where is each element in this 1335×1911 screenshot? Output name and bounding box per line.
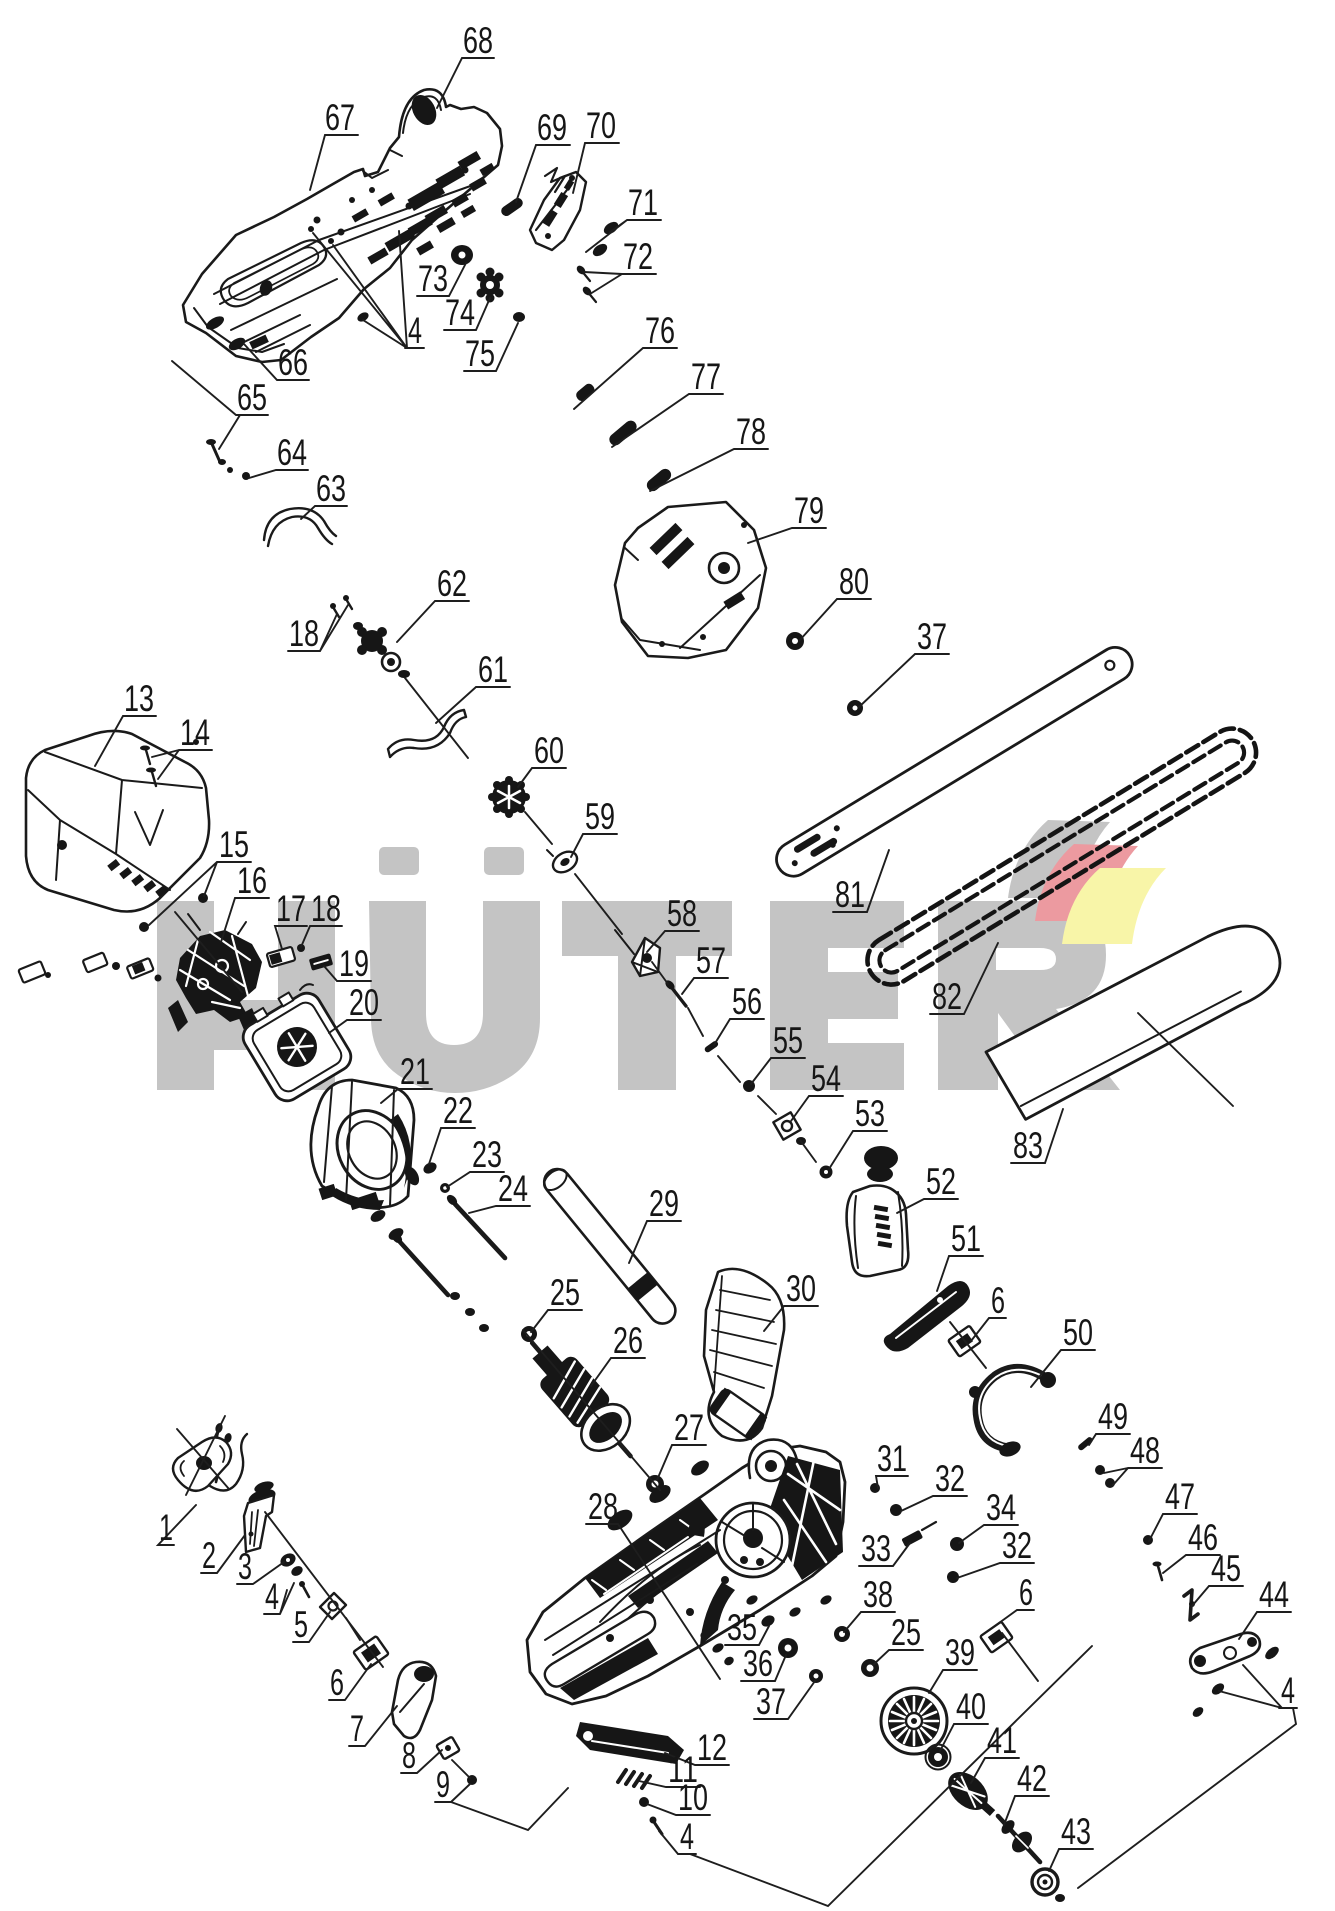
svg-text:15: 15 xyxy=(219,824,249,865)
svg-text:4: 4 xyxy=(265,1576,279,1617)
svg-text:12: 12 xyxy=(697,1727,727,1768)
svg-text:27: 27 xyxy=(674,1407,704,1448)
svg-text:70: 70 xyxy=(586,105,616,146)
svg-text:46: 46 xyxy=(1188,1517,1218,1558)
svg-text:20: 20 xyxy=(349,982,379,1023)
svg-text:11: 11 xyxy=(668,1749,698,1790)
svg-text:10: 10 xyxy=(678,1777,708,1818)
svg-text:50: 50 xyxy=(1063,1312,1093,1353)
svg-text:72: 72 xyxy=(623,236,653,277)
svg-text:71: 71 xyxy=(628,182,658,223)
svg-text:53: 53 xyxy=(855,1093,885,1134)
svg-text:4: 4 xyxy=(408,310,422,351)
svg-text:63: 63 xyxy=(316,468,346,509)
svg-text:17: 17 xyxy=(276,888,306,929)
svg-text:68: 68 xyxy=(463,20,493,61)
svg-text:79: 79 xyxy=(794,490,824,531)
svg-text:8: 8 xyxy=(402,1735,416,1776)
svg-text:5: 5 xyxy=(294,1604,308,1645)
svg-text:23: 23 xyxy=(472,1134,502,1175)
svg-text:42: 42 xyxy=(1017,1758,1047,1799)
svg-text:36: 36 xyxy=(743,1643,773,1684)
svg-text:48: 48 xyxy=(1130,1430,1160,1471)
svg-text:82: 82 xyxy=(932,976,962,1017)
svg-text:55: 55 xyxy=(773,1020,803,1061)
svg-text:65: 65 xyxy=(237,377,267,418)
svg-text:60: 60 xyxy=(534,730,564,771)
svg-text:73: 73 xyxy=(418,258,448,299)
svg-text:2: 2 xyxy=(202,1535,216,1576)
svg-text:80: 80 xyxy=(839,561,869,602)
svg-text:77: 77 xyxy=(691,356,721,397)
svg-text:52: 52 xyxy=(926,1161,956,1202)
svg-text:83: 83 xyxy=(1013,1125,1043,1166)
svg-text:18: 18 xyxy=(311,888,341,929)
svg-text:3: 3 xyxy=(238,1546,252,1587)
svg-text:62: 62 xyxy=(437,563,467,604)
svg-text:47: 47 xyxy=(1165,1476,1195,1517)
svg-text:35: 35 xyxy=(727,1607,757,1648)
svg-text:78: 78 xyxy=(736,411,766,452)
svg-text:51: 51 xyxy=(951,1218,981,1259)
svg-text:30: 30 xyxy=(786,1268,816,1309)
svg-text:67: 67 xyxy=(325,97,355,138)
svg-text:14: 14 xyxy=(180,712,210,753)
svg-text:9: 9 xyxy=(436,1764,450,1805)
svg-text:26: 26 xyxy=(613,1320,643,1361)
svg-text:16: 16 xyxy=(237,860,267,901)
svg-text:7: 7 xyxy=(350,1708,364,1749)
svg-text:6: 6 xyxy=(1019,1572,1033,1613)
svg-text:39: 39 xyxy=(945,1632,975,1673)
svg-text:37: 37 xyxy=(917,616,947,657)
svg-text:74: 74 xyxy=(445,292,475,333)
svg-text:25: 25 xyxy=(550,1272,580,1313)
svg-text:1: 1 xyxy=(159,1507,173,1548)
svg-text:49: 49 xyxy=(1098,1396,1128,1437)
svg-text:28: 28 xyxy=(588,1486,618,1527)
svg-text:21: 21 xyxy=(400,1051,430,1092)
svg-text:43: 43 xyxy=(1061,1811,1091,1852)
svg-text:76: 76 xyxy=(645,310,675,351)
svg-text:4: 4 xyxy=(680,1816,694,1857)
svg-text:54: 54 xyxy=(811,1058,841,1099)
svg-text:4: 4 xyxy=(1281,1670,1295,1711)
svg-text:19: 19 xyxy=(339,943,369,984)
svg-text:34: 34 xyxy=(986,1487,1016,1528)
svg-text:13: 13 xyxy=(124,678,154,719)
svg-text:18: 18 xyxy=(289,613,319,654)
svg-text:66: 66 xyxy=(278,342,308,383)
svg-text:81: 81 xyxy=(835,874,865,915)
svg-text:6: 6 xyxy=(330,1662,344,1703)
svg-text:29: 29 xyxy=(649,1183,679,1224)
svg-text:37: 37 xyxy=(756,1681,786,1722)
svg-text:57: 57 xyxy=(696,940,726,981)
svg-text:75: 75 xyxy=(465,333,495,374)
svg-text:56: 56 xyxy=(732,981,762,1022)
svg-text:25: 25 xyxy=(891,1612,921,1653)
svg-text:59: 59 xyxy=(585,796,615,837)
svg-text:32: 32 xyxy=(1002,1525,1032,1566)
svg-text:64: 64 xyxy=(277,432,307,473)
svg-text:32: 32 xyxy=(935,1458,965,1499)
svg-text:58: 58 xyxy=(667,893,697,934)
svg-text:40: 40 xyxy=(956,1686,986,1727)
svg-text:44: 44 xyxy=(1259,1574,1289,1615)
svg-text:61: 61 xyxy=(478,649,508,690)
svg-text:45: 45 xyxy=(1211,1548,1241,1589)
svg-text:31: 31 xyxy=(877,1438,907,1479)
svg-text:22: 22 xyxy=(443,1090,473,1131)
svg-text:41: 41 xyxy=(987,1720,1017,1761)
svg-text:33: 33 xyxy=(861,1528,891,1569)
svg-text:38: 38 xyxy=(863,1574,893,1615)
svg-text:24: 24 xyxy=(498,1168,528,1209)
svg-text:6: 6 xyxy=(991,1280,1005,1321)
svg-text:69: 69 xyxy=(537,107,567,148)
